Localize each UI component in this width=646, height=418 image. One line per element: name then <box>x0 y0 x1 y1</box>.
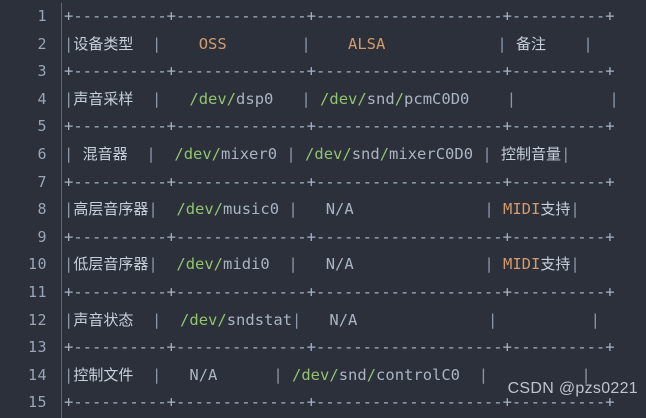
line-number: 10 <box>27 255 47 274</box>
cell-oss-device-name: dsp0 <box>236 89 274 108</box>
cell-device-type: 声音状态 <box>73 310 134 329</box>
cell-device-type: 声音采样 <box>73 89 134 108</box>
line-number-gutter: 1 2 3 4 5 6 7 8 9 10 11 12 13 14 15 <box>0 3 62 418</box>
separator-glyphs: +----------+--------------+-------------… <box>64 7 615 25</box>
header-cell-alsa: ALSA <box>348 34 386 53</box>
cell-oss-path-prefix: /dev/ <box>180 310 227 329</box>
cell-alsa-path-slash: / <box>366 365 377 384</box>
header-cell-note: 备注 <box>516 34 547 53</box>
cell-note-accent: MIDI <box>503 255 541 274</box>
cell-alsa-na: N/A <box>325 255 354 274</box>
line-number: 5 <box>37 117 47 136</box>
header-cell-oss: OSS <box>198 34 227 53</box>
cell-oss-device-name: midi0 <box>223 255 270 274</box>
table-separator-row: +----------+--------------+-------------… <box>64 279 646 307</box>
cell-note-accent: MIDI <box>503 200 541 219</box>
table-separator-row: +----------+--------------+-------------… <box>64 334 646 362</box>
table-row: | 混音器 | /dev/mixer0 | /dev/snd/mixerC0D0… <box>64 144 571 163</box>
cell-alsa-na: N/A <box>329 310 358 329</box>
separator-glyphs: +----------+--------------+-------------… <box>64 227 615 246</box>
cell-note: 控制音量 <box>501 144 562 163</box>
line-number: 15 <box>27 393 47 412</box>
line-number: 1 <box>37 7 47 25</box>
table-row: |声音采样 | /dev/dsp0 | /dev/snd/pcmC0D0 | | <box>64 89 619 108</box>
table-separator-row: +----------+--------------+-------------… <box>64 113 646 141</box>
line-number: 13 <box>27 338 47 357</box>
separator-glyphs: +----------+--------------+-------------… <box>64 393 615 412</box>
cell-device-type: 控制文件 <box>73 365 134 384</box>
table-separator-row: +----------+--------------+-------------… <box>64 224 646 252</box>
table-separator-row: +----------+--------------+-------------… <box>64 389 646 417</box>
table-header-row: |设备类型 | OSS | ALSA | 备注 | <box>64 34 593 53</box>
line-number: 9 <box>37 227 47 246</box>
cell-alsa-device-name: pcmC0D0 <box>404 89 470 108</box>
cell-alsa-path-prefix: /dev/ <box>305 144 352 163</box>
cell-alsa-path-prefix: /dev/ <box>292 365 339 384</box>
table-row: |声音状态 | /dev/sndstat| N/A | | <box>64 310 600 329</box>
table-row: |低层音序器| /dev/midi0 | N/A | MIDI支持| <box>64 255 580 274</box>
separator-glyphs: +----------+--------------+-------------… <box>64 172 615 191</box>
table-separator-row: +----------+--------------+-------------… <box>64 58 646 86</box>
line-number: 2 <box>37 34 47 53</box>
code-content[interactable]: +----------+--------------+-------------… <box>62 3 646 418</box>
separator-glyphs: +----------+--------------+-------------… <box>64 338 615 357</box>
separator-glyphs: +----------+--------------+-------------… <box>64 117 615 136</box>
cell-alsa-path-slash: / <box>379 144 390 163</box>
cell-alsa-na: N/A <box>325 200 354 219</box>
cell-note: 支持 <box>540 200 571 219</box>
separator-glyphs: +----------+--------------+-------------… <box>64 282 615 301</box>
cell-device-type: 高层音序器 <box>73 200 149 219</box>
line-number: 11 <box>27 282 47 301</box>
cell-alsa-path-mid: snd <box>351 144 380 163</box>
line-number: 8 <box>37 200 47 219</box>
cell-device-type: 混音器 <box>82 144 128 163</box>
table-separator-row: +----------+--------------+-------------… <box>64 169 646 197</box>
table-separator-row: +----------+--------------+-------------… <box>64 3 646 31</box>
cell-oss-path-prefix: /dev/ <box>176 200 224 219</box>
line-number: 3 <box>37 62 47 81</box>
cell-oss-path-prefix: /dev/ <box>176 255 224 274</box>
line-number: 6 <box>37 144 47 163</box>
separator-glyphs: +----------+--------------+-------------… <box>64 62 615 81</box>
cell-oss-path-prefix: /dev/ <box>174 144 222 163</box>
cell-alsa-path-prefix: /dev/ <box>320 89 367 108</box>
table-row: |高层音序器| /dev/music0 | N/A | MIDI支持| <box>64 200 580 219</box>
cell-alsa-device-name: controlC0 <box>376 365 461 384</box>
line-number: 4 <box>37 89 47 108</box>
table-row: |控制文件 | N/A | /dev/snd/controlC0 | | <box>64 365 591 384</box>
line-number: 7 <box>37 172 47 191</box>
cell-alsa-path-slash: / <box>394 89 405 108</box>
cell-note: 支持 <box>540 255 571 274</box>
cell-alsa-path-mid: snd <box>366 89 395 108</box>
cell-oss-device-name: mixer0 <box>221 144 278 163</box>
line-number: 14 <box>27 365 47 384</box>
cell-device-type: 低层音序器 <box>73 255 149 274</box>
cell-oss-na: N/A <box>189 365 218 384</box>
line-number: 12 <box>27 310 47 329</box>
cell-alsa-device-name: mixerC0D0 <box>389 144 474 163</box>
cell-oss-device-name: sndstat <box>226 310 293 329</box>
cell-oss-device-name: music0 <box>223 200 280 219</box>
cell-oss-path-prefix: /dev/ <box>189 89 237 108</box>
cell-alsa-path-mid: snd <box>338 365 367 384</box>
header-cell-device-type: 设备类型 <box>73 34 134 53</box>
